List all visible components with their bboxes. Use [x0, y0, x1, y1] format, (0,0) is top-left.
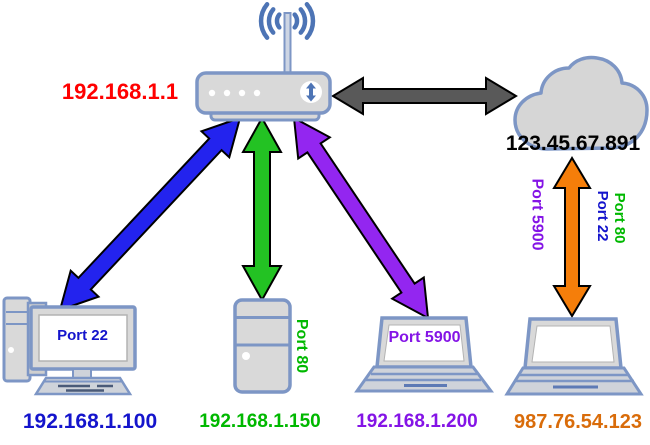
router-body — [195, 71, 332, 115]
desktop-tower — [2, 296, 32, 383]
router-internet-arrow — [331, 76, 518, 116]
router-laptop-arrow — [292, 116, 430, 320]
desktop-icon — [2, 296, 137, 396]
laptop-screen — [383, 324, 465, 362]
desktop-port-label: Port 22 — [57, 327, 108, 344]
desktop-screen — [38, 314, 128, 362]
desktop-ip-label: 192.168.1.100 — [22, 410, 158, 433]
server-port-label: Port 80 — [293, 318, 310, 374]
wan-http-port-label: Port 80 — [611, 192, 628, 244]
router-led-lights — [208, 89, 261, 97]
router-desktop-arrow — [58, 116, 242, 312]
wifi-waves-icon — [258, 2, 316, 40]
laptop-icon — [354, 316, 494, 393]
monitor-stand — [72, 368, 92, 379]
router-antenna-pole — [283, 12, 292, 77]
server-ip-label: 192.168.1.150 — [199, 411, 321, 432]
remote-laptop-icon — [504, 317, 644, 396]
cloud-ip-label: 123.45.67.891 — [505, 132, 641, 155]
remote-laptop-screen — [531, 325, 615, 363]
cloud-icon — [513, 55, 649, 151]
wan-vnc-port-label: Port 5900 — [528, 178, 546, 251]
router-ip-label: 192.168.1.1 — [61, 79, 179, 104]
remote-laptop-ip-label: 987.76.54.123 — [514, 411, 642, 433]
router-server-arrow — [241, 115, 283, 303]
server-icon — [233, 298, 292, 394]
laptop-port-label: Port 5900 — [388, 329, 461, 346]
router-icon — [195, 2, 332, 122]
link-arrows — [58, 76, 592, 320]
up-down-arrow-icon — [306, 82, 316, 102]
wan-ssh-port-label: Port 22 — [594, 190, 611, 242]
laptop-ip-label: 192.168.1.200 — [356, 411, 478, 432]
internet-remote-arrow — [552, 156, 592, 318]
